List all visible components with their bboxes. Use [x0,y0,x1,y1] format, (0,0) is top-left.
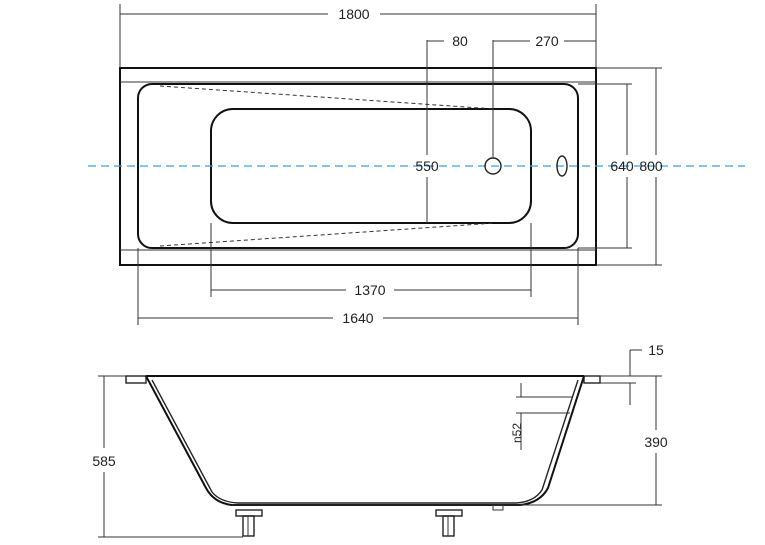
label-outer-width: 640 [610,158,634,174]
label-rim-thickness: 15 [648,342,664,358]
drain-fitting [492,504,504,511]
label-drain-offset: 270 [535,33,559,49]
label-outer-length: 1640 [342,310,373,326]
top-view: 550 1800 80 270 640 800 1370 [88,4,745,326]
foot-left [235,509,263,537]
label-total-width: 800 [639,158,663,174]
basin-outer-contour [137,83,579,249]
label-top-length: 1800 [338,6,369,22]
rim-right [583,375,601,384]
label-drain-height: n52 [510,423,524,443]
label-inner-width: 550 [415,158,439,174]
side-view: 585 390 15 n52 [92,342,668,538]
slope-line-top [159,85,496,110]
tub-inner-shell [151,379,579,504]
foot-right [435,509,463,537]
label-inner-depth: 390 [644,434,668,450]
rim-left [125,375,147,384]
label-overflow-offset: 80 [452,33,468,49]
slope-line-bottom [159,222,496,247]
label-inner-length: 1370 [354,282,385,298]
overflow-icon [556,155,568,177]
label-total-height: 585 [92,453,116,469]
